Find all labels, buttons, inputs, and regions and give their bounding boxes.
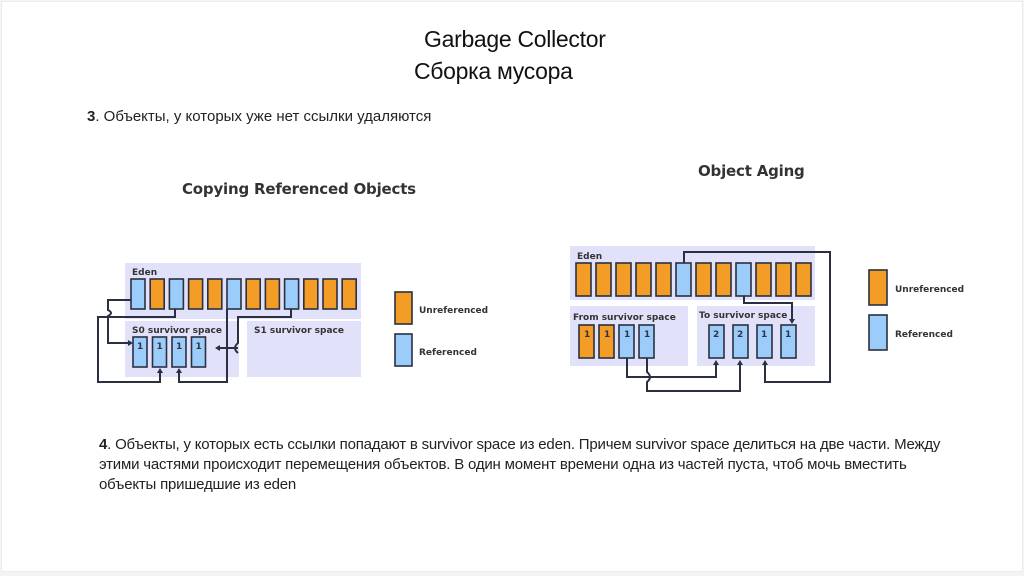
legend-label-unreferenced: Unreferenced	[895, 285, 964, 295]
connector-eden9-to-to	[743, 296, 793, 321]
arrow-head	[789, 319, 795, 324]
eden-object-left-unreferenced	[207, 278, 223, 310]
connector-eden9-to-s0	[219, 309, 292, 354]
eden-label-left: Eden	[132, 268, 157, 278]
legend-swatch-unreferenced	[394, 291, 413, 325]
point-4-body: . Объекты, у которых есть ссылки попадаю…	[99, 436, 941, 493]
s0-object	[190, 336, 207, 368]
point-3-number: 3	[87, 108, 96, 125]
s0-object-age: 1	[137, 342, 143, 352]
to-object-age: 2	[737, 330, 743, 340]
eden-object-right-unreferenced	[615, 262, 632, 297]
to-object	[708, 324, 725, 359]
eden-object-left-referenced	[168, 278, 185, 310]
s0-label: S0 survivor space	[132, 326, 222, 336]
eden-object-right-referenced	[735, 262, 752, 297]
diagram-left-title: Copying Referenced Objects	[182, 180, 416, 198]
eden-object-left-unreferenced	[187, 278, 204, 310]
from-survivor-label: From survivor space	[573, 313, 676, 323]
from-object-age: 1	[604, 330, 610, 340]
s0-object	[151, 336, 168, 368]
arrow-head	[128, 340, 133, 346]
eden-object-right-unreferenced	[775, 262, 792, 297]
eden-object-right-unreferenced	[795, 262, 812, 297]
to-object	[756, 324, 773, 359]
from-object	[598, 324, 615, 359]
point-3-text: 3. Объекты, у которых уже нет ссылки уда…	[87, 108, 431, 125]
connector-eden6-to-to	[683, 251, 831, 383]
from-object-age: 1	[644, 330, 650, 340]
connector-eden6-to-s0	[178, 309, 228, 383]
eden-object-right-unreferenced	[755, 262, 772, 297]
s0-object-age: 1	[176, 342, 182, 352]
eden-object-right-unreferenced	[655, 262, 672, 297]
to-object	[732, 324, 749, 359]
eden-object-left-referenced	[283, 278, 300, 310]
eden-object-right-unreferenced	[575, 262, 592, 297]
eden-object-right-unreferenced	[635, 262, 652, 297]
eden-object-left-unreferenced	[245, 278, 261, 310]
eden-object-left-unreferenced	[264, 278, 281, 310]
arrow-head	[713, 360, 719, 365]
from-object-age: 1	[624, 330, 630, 340]
from-object	[578, 324, 595, 359]
s0-object	[132, 336, 148, 368]
s0-object-age: 1	[196, 342, 202, 352]
s0-object-age: 1	[157, 342, 163, 352]
eden-object-left-referenced	[226, 278, 242, 310]
to-object-age: 1	[761, 330, 767, 340]
arrow-head	[762, 360, 768, 365]
connector-eden1-to-s0	[107, 299, 131, 344]
eden-object-left-unreferenced	[322, 278, 338, 310]
legend-label-unreferenced: Unreferenced	[419, 306, 488, 316]
point-4-number: 4	[99, 436, 108, 453]
s1-label: S1 survivor space	[254, 326, 344, 336]
to-survivor-label: To survivor space	[699, 311, 787, 321]
eden-object-right-referenced	[675, 262, 692, 297]
diagram-right-title: Object Aging	[698, 162, 805, 180]
connector-eden3-to-s0	[97, 309, 176, 383]
s0-object	[171, 336, 187, 368]
eden-object-left-unreferenced	[302, 278, 319, 310]
eden-object-left-unreferenced	[149, 278, 165, 310]
arrow-head	[157, 368, 163, 373]
eden-object-right-unreferenced	[715, 262, 732, 297]
legend-label-referenced: Referenced	[419, 348, 477, 358]
s1-region	[247, 321, 361, 377]
to-object-age: 1	[785, 330, 791, 340]
eden-object-left-referenced	[130, 278, 146, 310]
legend-swatch-referenced	[394, 333, 413, 367]
eden-object-left-unreferenced	[341, 278, 358, 310]
eden-object-right-unreferenced	[595, 262, 612, 297]
connector-from4-to-to	[646, 358, 741, 392]
arrow-head	[215, 345, 220, 351]
to-object	[780, 324, 797, 359]
eden-label-right: Eden	[577, 252, 602, 262]
connector-from3-to-to	[626, 358, 717, 378]
legend-swatch-unreferenced	[868, 269, 888, 306]
eden-object-right-unreferenced	[695, 262, 712, 297]
slide-title-english: Garbage Collector	[424, 26, 606, 52]
point-4-text: 4. Объекты, у которых есть ссылки попада…	[99, 435, 959, 495]
legend-swatch-referenced	[868, 314, 888, 351]
from-object-age: 1	[584, 330, 590, 340]
arrow-head	[176, 368, 182, 373]
arrow-head	[737, 360, 743, 365]
legend-label-referenced: Referenced	[895, 330, 953, 340]
point-3-body: . Объекты, у которых уже нет ссылки удал…	[95, 108, 432, 125]
slide-title-russian: Сборка мусора	[414, 58, 573, 84]
to-object-age: 2	[713, 330, 719, 340]
